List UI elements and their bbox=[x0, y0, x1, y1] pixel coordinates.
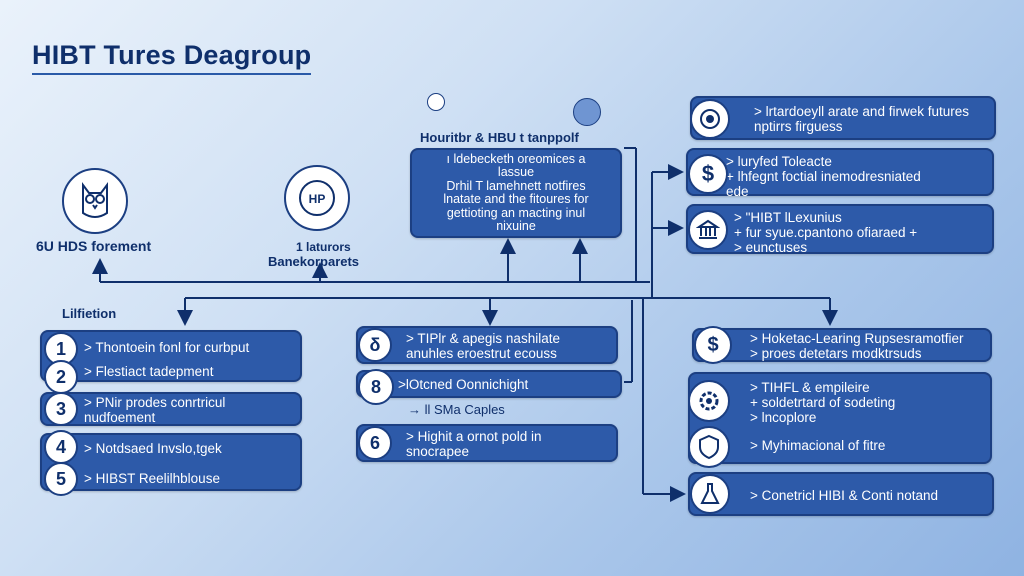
list-item-text: nudfoement bbox=[84, 410, 156, 425]
box-line: > proes detetars modktrsuds bbox=[750, 346, 922, 361]
box-line: > lrtardoeyll arate and firwek futures bbox=[754, 104, 969, 119]
center-description-box: ı ldebecketh oreomices a lassue Drhil T … bbox=[410, 148, 622, 238]
bank-icon bbox=[688, 210, 728, 250]
box-line: > lncoplore bbox=[750, 410, 817, 425]
middle-sub-caption: → ll SMa Caples bbox=[408, 402, 505, 417]
right-top-box-1: > lrtardoeyll arate and firwek futures n… bbox=[690, 96, 996, 140]
box-line: > TIPlr & apegis nashilate bbox=[406, 331, 560, 346]
top-left-caption: 6U HDS forement bbox=[36, 238, 152, 254]
middle-list-item-3: > Highit a ornot pold in snocrapee bbox=[356, 424, 618, 462]
right-list-item-1: > Hoketac-Learing Rupsesramotfier > proe… bbox=[692, 328, 992, 362]
list-item-text: > Notdsaed Invslo,tgek bbox=[84, 441, 222, 456]
box-line: > Highit a ornot pold in bbox=[406, 429, 542, 444]
owl-icon bbox=[62, 168, 128, 234]
box-line: nptirrs firguess bbox=[754, 119, 843, 134]
box-line: > Myhimacional of fitre bbox=[750, 438, 886, 453]
list-item-text: > HIBST Reelilhblouse bbox=[84, 471, 220, 486]
right-top-box-2: > luryfed Toleacte + lhfegnt foctial ine… bbox=[686, 148, 994, 199]
box-line: > "HIBT lLexunius bbox=[734, 210, 842, 225]
left-list-group-1 bbox=[40, 330, 302, 382]
box-line: snocrapee bbox=[406, 444, 470, 459]
list-item-text: > Thontoein fonl for curbput bbox=[84, 340, 250, 355]
box-line: > eunctuses bbox=[734, 240, 808, 255]
center-line: nixuine bbox=[496, 219, 536, 233]
list-item-text: > PNir prodes conrtricul bbox=[84, 395, 226, 410]
lion-icon bbox=[690, 99, 730, 139]
box-line: + lhfegnt foctial inemodresniated bbox=[726, 169, 921, 184]
right-list-item-4: > Conetricl HIBI & Conti notand bbox=[688, 472, 994, 516]
step-number: 2 bbox=[44, 360, 78, 394]
section-label: Lilfietion bbox=[62, 306, 117, 321]
box-line: > Conetricl HIBI & Conti notand bbox=[750, 488, 938, 503]
box-line: + fur syue.cpantono ofiaraed + bbox=[734, 225, 918, 240]
svg-text:HP: HP bbox=[309, 192, 326, 206]
page-title: HIBT Tures Deagroup bbox=[32, 40, 312, 75]
list-item-text: > Flestiact tadepment bbox=[84, 364, 214, 379]
shield-icon bbox=[688, 426, 730, 468]
step-number: 8 bbox=[358, 369, 394, 405]
flask-icon bbox=[690, 474, 730, 514]
center-line: ı ldebecketh oreomices a bbox=[446, 151, 586, 166]
middle-list-item-1: > TIPlr & apegis nashilate anuhles eroes… bbox=[356, 326, 618, 364]
badge-icon: HP bbox=[284, 165, 350, 231]
center-line: lassue bbox=[497, 165, 535, 179]
left-list-group-2 bbox=[40, 392, 302, 426]
step-number: 3 bbox=[44, 392, 78, 426]
center-line: gettioting an macting inul bbox=[446, 205, 586, 220]
box-line: > luryfed Toleacte bbox=[726, 154, 832, 169]
dollar-icon: $ bbox=[694, 326, 732, 364]
center-line: lnatate and the fitoures for bbox=[443, 192, 589, 206]
box-line: > TIHFL & empileire bbox=[750, 380, 870, 395]
center-line: Drhil T lamehnett notfires bbox=[446, 178, 586, 193]
step-number: 5 bbox=[44, 462, 78, 496]
top-right-caption-1: 1 laturors bbox=[296, 240, 351, 254]
leaf-icon bbox=[427, 93, 445, 111]
box-line: anuhles eroestrut ecouss bbox=[406, 346, 557, 361]
dollar-icon: $ bbox=[688, 154, 728, 194]
globe-icon bbox=[573, 98, 601, 126]
step-number: 4 bbox=[44, 430, 78, 464]
left-list-group-3 bbox=[40, 433, 302, 491]
top-right-caption-2: Banekorparets bbox=[268, 254, 360, 269]
box-line: + soldetrtard of sodeting bbox=[750, 395, 896, 410]
right-top-box-3: > "HIBT lLexunius + fur syue.cpantono of… bbox=[686, 204, 994, 255]
box-line: ede bbox=[726, 184, 749, 199]
center-heading: Houritbr & HBU t tanppolf bbox=[420, 130, 579, 145]
gear-icon bbox=[688, 380, 730, 422]
middle-list-item-2: >lOtcned Oonnichight bbox=[356, 370, 622, 398]
box-line: > Hoketac-Learing Rupsesramotfier bbox=[750, 331, 964, 346]
step-number: 6 bbox=[358, 426, 392, 460]
box-line: >lOtcned Oonnichight bbox=[398, 377, 529, 392]
right-list-item-2: > TIHFL & empileire + soldetrtard of sod… bbox=[688, 372, 992, 464]
step-number: δ bbox=[358, 328, 392, 362]
